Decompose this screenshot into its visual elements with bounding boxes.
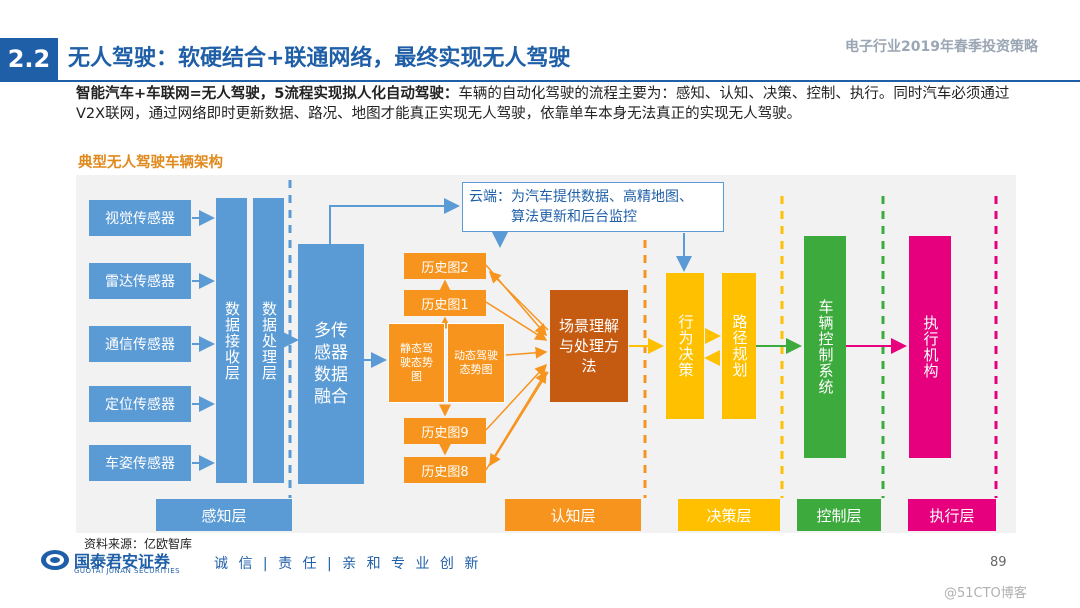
history-map-8: 历史图8 — [404, 457, 486, 483]
company-name-en: GUOTAI JUNAN SECURITIES — [74, 567, 181, 575]
actuator-label: 执行机构 — [921, 315, 940, 379]
layer-cognition: 认知层 — [505, 499, 641, 531]
cloud-box: 云端：为汽车提供数据、高精地图、 算法更新和后台监控 — [462, 182, 724, 232]
path-planning-label: 路径规划 — [730, 314, 749, 378]
vehicle-control-system: 车辆控制系统 — [804, 236, 846, 458]
sensor-positioning: 定位传感器 — [89, 386, 191, 422]
layer-execution: 执行层 — [908, 499, 996, 531]
diagram-subtitle: 典型无人驾驶车辆架构 — [78, 155, 223, 171]
path-planning: 路径规划 — [722, 273, 756, 419]
history-map-2: 历史图2 — [404, 253, 486, 279]
history-map-1: 历史图1 — [404, 290, 486, 316]
data-receive-layer-label: 数据接收层 — [223, 300, 241, 381]
header-divider — [0, 80, 1080, 82]
scene-understanding: 场景理解与处理方法 — [550, 290, 628, 402]
description-lead: 智能汽车+车联网=无人驾驶，5流程实现拟人化自动驾驶： — [76, 86, 459, 102]
layer-control: 控制层 — [797, 499, 881, 531]
sensor-radar: 雷达传感器 — [89, 263, 191, 299]
company-name: 国泰君安证券 — [74, 552, 171, 571]
sensor-communication: 通信传感器 — [89, 326, 191, 362]
source-note: 资料来源：亿欧智库 — [84, 537, 193, 551]
watermark: @51CTO博客 — [944, 586, 1027, 601]
sensor-fusion: 多传感器数据融合 — [298, 244, 364, 484]
data-receive-layer: 数据接收层 — [216, 198, 247, 483]
company-logo-icon — [41, 550, 69, 570]
sensor-vision: 视觉传感器 — [89, 200, 191, 236]
behavior-decision: 行为决策 — [666, 273, 704, 419]
section-number: 2.2 — [0, 38, 58, 80]
actuator: 执行机构 — [909, 236, 951, 458]
data-process-layer: 数据处理层 — [253, 198, 284, 483]
vehicle-control-system-label: 车辆控制系统 — [816, 299, 835, 395]
static-situation-map: 静态驾驶态势图 — [388, 323, 445, 403]
description-text: 车辆的自动化驾驶的流程主要为：感知、认知、决策、控制、执行。同时汽车必须通过V2… — [76, 86, 1010, 122]
report-name: 电子行业2019年春季投资策略 — [845, 39, 1038, 55]
description: 智能汽车+车联网=无人驾驶，5流程实现拟人化自动驾驶：车辆的自动化驾驶的流程主要… — [76, 84, 1036, 124]
page-number: 89 — [990, 555, 1007, 570]
history-map-9: 历史图9 — [404, 418, 486, 444]
layer-perception: 感知层 — [156, 499, 292, 531]
data-process-layer-label: 数据处理层 — [260, 300, 278, 381]
sensor-attitude: 车姿传感器 — [89, 445, 191, 481]
company-slogan: 诚 信 | 责 任 | 亲 和 专 业 创 新 — [214, 556, 482, 572]
layer-decision: 决策层 — [678, 499, 780, 531]
behavior-decision-label: 行为决策 — [676, 314, 695, 378]
page-title: 无人驾驶：软硬结合+联通网络，最终实现无人驾驶 — [68, 46, 571, 71]
cloud-line-2: 算法更新和后台监控 — [511, 209, 637, 225]
cloud-line-1: 云端：为汽车提供数据、高精地图、 — [469, 189, 693, 205]
dynamic-situation-map: 动态驾驶态势图 — [447, 323, 505, 403]
